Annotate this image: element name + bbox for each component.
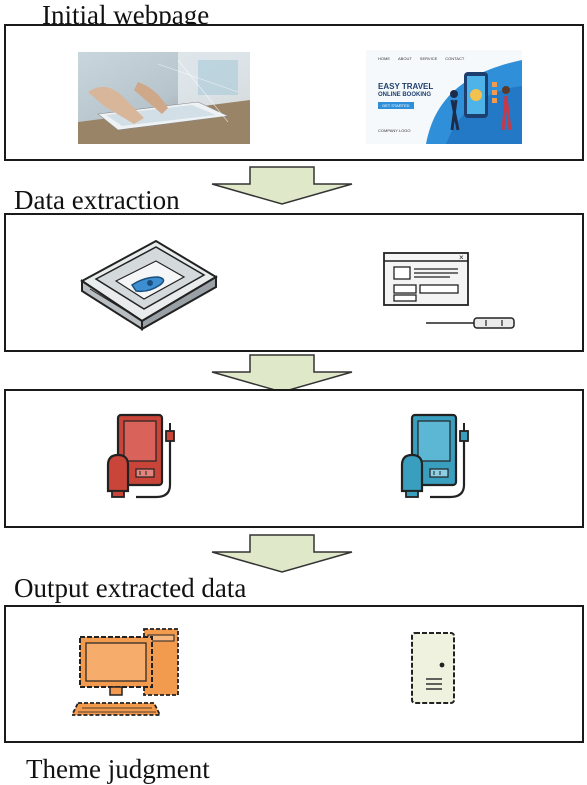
stage-box-processing: [4, 389, 584, 528]
blue-storage-device-icon: [400, 413, 469, 499]
travel-website-thumbnail: HOME ABOUT SERVICE CONTACT EASY TRAVEL O…: [366, 50, 522, 144]
stage-box-data-extraction: ×: [4, 213, 584, 352]
travel-nav-item: SERVICE: [419, 56, 438, 61]
flow-arrow-3: [211, 534, 353, 573]
tablet-photo-icon: [78, 52, 250, 144]
travel-nav-item: CONTACT: [445, 56, 465, 61]
stage-box-output: [4, 605, 584, 743]
travel-nav-item: ABOUT: [398, 56, 412, 61]
server-box-icon: [411, 632, 455, 704]
stage-box-initial-webpage: HOME ABOUT SERVICE CONTACT EASY TRAVEL O…: [4, 24, 584, 161]
stage-label-theme-judgment: Theme judgment: [26, 754, 210, 784]
travel-title-line1: EASY TRAVEL: [378, 82, 434, 91]
flow-arrow-2: [211, 354, 353, 393]
travel-nav-item: HOME: [378, 56, 390, 61]
storage-cassette-icon: [80, 239, 218, 331]
travel-get-started-button: GET STARTED: [378, 102, 414, 109]
travel-title-line2: ONLINE BOOKING: [378, 92, 432, 98]
red-storage-device-icon: [106, 413, 175, 499]
svg-text:×: ×: [459, 253, 464, 262]
form-window-icon: ×: [383, 252, 515, 329]
flow-arrow-1: [211, 166, 353, 205]
travel-footer-text: COMPANY LOGO: [378, 128, 411, 133]
stage-label-output-extracted-data: Output extracted data: [14, 573, 247, 603]
travel-nav: HOME ABOUT SERVICE CONTACT: [378, 56, 464, 61]
desktop-computer-icon: [72, 628, 179, 716]
stage-label-data-extraction: Data extraction: [14, 185, 180, 215]
